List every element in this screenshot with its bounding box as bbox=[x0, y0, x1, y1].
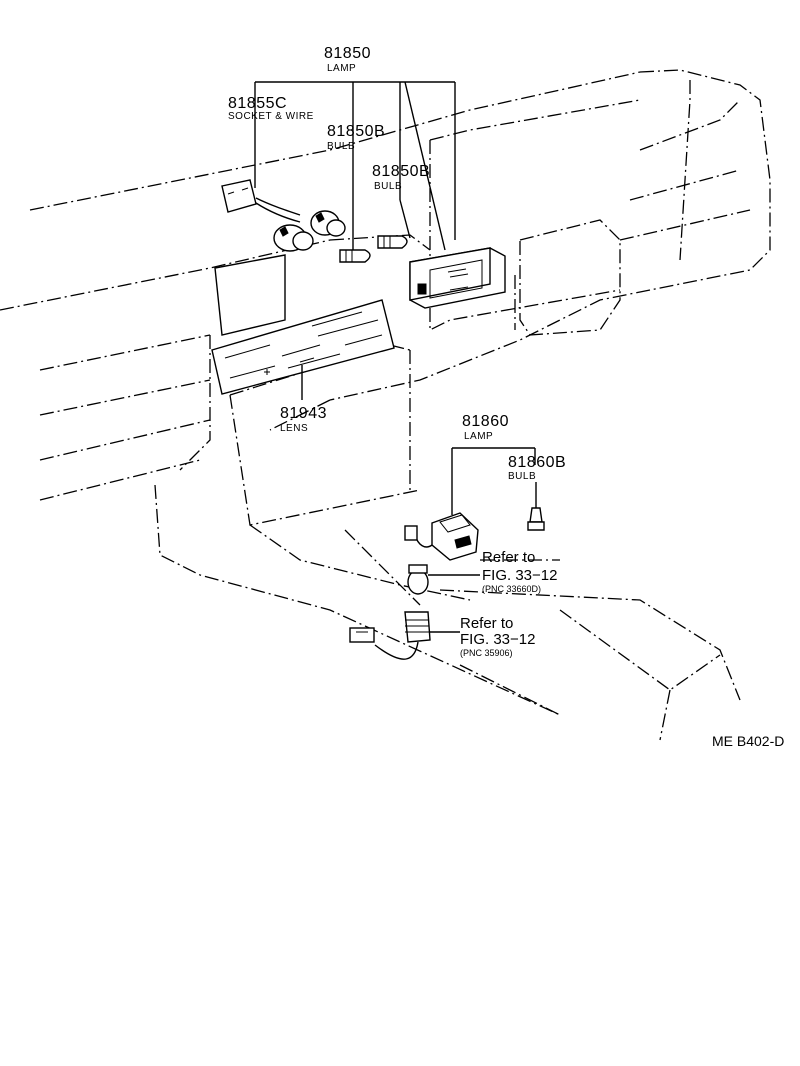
bulb-81860B bbox=[527, 507, 545, 531]
lens-81943 bbox=[211, 299, 395, 395]
reference-pnc-1: (PNC 33660D) bbox=[482, 584, 542, 594]
reference-figure-1: FIG. 33−12 bbox=[482, 567, 558, 584]
lamp-81850 bbox=[409, 247, 506, 309]
referenced-socket-35906 bbox=[349, 611, 431, 660]
part-name-lamp: LAMP bbox=[327, 63, 357, 74]
part-name-bulb-81860B: BULB bbox=[508, 471, 537, 482]
referenced-bulb-33660D bbox=[407, 564, 429, 595]
diagram-code: ME B402-D bbox=[712, 733, 785, 749]
reference-refer-to-1: Refer to bbox=[482, 549, 536, 566]
part-name-bulb-right: BULB bbox=[374, 181, 403, 192]
part-number-81850B-right: 81850B bbox=[372, 163, 431, 180]
part-name-lamp-81860: LAMP bbox=[464, 431, 494, 442]
part-number-81855C: 81855C bbox=[228, 95, 288, 112]
reference-figure-2: FIG. 33−12 bbox=[460, 631, 536, 648]
lamp-81860 bbox=[404, 512, 479, 561]
bulb-81850B-right bbox=[377, 235, 408, 249]
part-number-81943: 81943 bbox=[280, 405, 327, 422]
leader-lines bbox=[254, 81, 537, 633]
part-number-81860B: 81860B bbox=[508, 454, 567, 471]
part-number-81850B-left: 81850B bbox=[327, 123, 386, 140]
console-outline bbox=[154, 344, 741, 741]
lens-housing-outline bbox=[214, 254, 286, 336]
part-name-socket-and-wire: SOCKET & WIRE bbox=[228, 111, 314, 122]
part-number-81860: 81860 bbox=[462, 413, 509, 430]
socket-and-wire-81855C bbox=[221, 179, 346, 252]
bulb-81850B-left bbox=[339, 249, 371, 263]
part-number-81850: 81850 bbox=[324, 45, 371, 62]
reference-pnc-2: (PNC 35906) bbox=[460, 648, 513, 658]
part-name-bulb-left: BULB bbox=[327, 141, 356, 152]
part-name-lens: LENS bbox=[280, 423, 309, 434]
reference-refer-to-2: Refer to bbox=[460, 615, 514, 632]
